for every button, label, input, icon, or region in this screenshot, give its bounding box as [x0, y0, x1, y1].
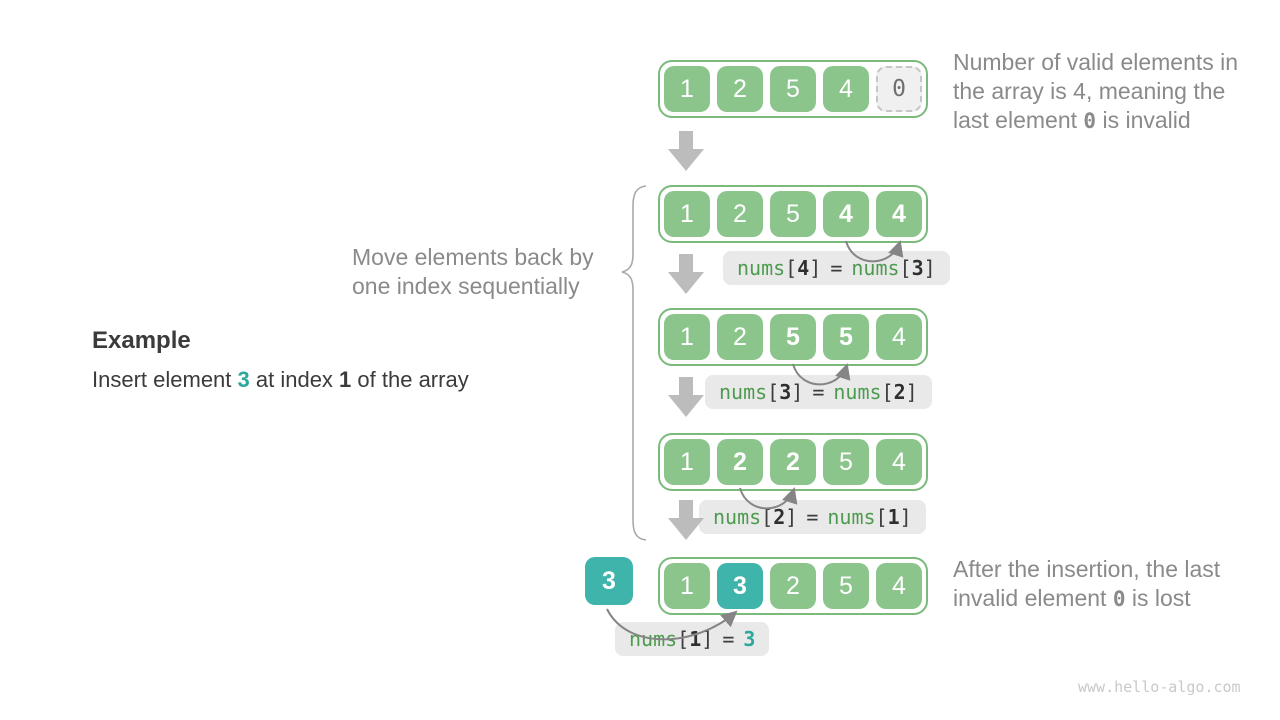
- array-cell-moved: 4: [876, 191, 922, 237]
- code-bracket: [: [677, 627, 690, 651]
- array-cell-moved: 2: [717, 439, 763, 485]
- array-cell: 4: [876, 439, 922, 485]
- code-bracket: ]: [809, 256, 822, 280]
- code-fn: nums: [737, 256, 786, 280]
- example-text-post: of the array: [351, 367, 469, 392]
- down-arrow-icon: [668, 131, 704, 171]
- note-bottom-zero: 0: [1112, 587, 1126, 611]
- move-note: Move elements back by one index sequenti…: [352, 243, 594, 301]
- array-cell-moved: 4: [823, 191, 869, 237]
- array-cell: 4: [823, 66, 869, 112]
- array-cell: 2: [770, 563, 816, 609]
- code-index: 4: [797, 256, 810, 280]
- array-cell: 1: [664, 191, 710, 237]
- note-top-line2: the array is 4, meaning the: [953, 78, 1226, 104]
- code-fn: nums: [851, 256, 900, 280]
- code-fn: nums: [713, 505, 762, 529]
- array-row-step3: 1 2 2 5 4: [658, 433, 928, 491]
- down-arrow-icon: [668, 500, 704, 540]
- assignment-label-2: nums[3]=nums[2]: [705, 375, 932, 409]
- code-index: 1: [887, 505, 900, 529]
- array-cell: 5: [770, 66, 816, 112]
- array-cell-invalid: 0: [876, 66, 922, 112]
- note-top-zero: 0: [1083, 109, 1097, 133]
- array-row-final: 1 3 2 5 4: [658, 557, 928, 615]
- array-cell: 5: [770, 191, 816, 237]
- code-bracket: ]: [785, 505, 798, 529]
- array-row-step1: 1 2 5 4 4: [658, 185, 928, 243]
- example-description: Insert element 3 at index 1 of the array: [92, 367, 469, 393]
- code-equals: =: [830, 256, 843, 280]
- code-bracket: [: [767, 380, 780, 404]
- code-index: 2: [773, 505, 786, 529]
- array-cell: 2: [717, 66, 763, 112]
- code-bracket: ]: [923, 256, 936, 280]
- code-equals: =: [806, 505, 819, 529]
- assignment-label-4: nums[1] = 3: [615, 622, 770, 656]
- code-bracket: ]: [905, 380, 918, 404]
- array-row-initial: 1 2 5 4 0: [658, 60, 928, 118]
- example-heading: Example: [92, 327, 191, 354]
- array-cell-moved: 5: [770, 314, 816, 360]
- note-after-insertion: After the insertion, the last invalid el…: [953, 555, 1220, 614]
- move-note-line2: one index sequentially: [352, 273, 580, 299]
- code-fn: nums: [827, 505, 876, 529]
- brace: [621, 185, 647, 541]
- watermark: www.hello-algo.com: [1078, 678, 1241, 696]
- example-text-mid: at index: [249, 367, 340, 392]
- code-fn: nums: [833, 380, 882, 404]
- example-insert-value: 3: [237, 367, 250, 392]
- code-equals: =: [722, 627, 735, 651]
- array-cell: 2: [717, 191, 763, 237]
- array-cell: 5: [823, 439, 869, 485]
- code-bracket: [: [761, 505, 774, 529]
- note-valid-elements: Number of valid elements in the array is…: [953, 48, 1238, 136]
- code-bracket: [: [875, 505, 888, 529]
- code-bracket: [: [899, 256, 912, 280]
- array-row-step2: 1 2 5 5 4: [658, 308, 928, 366]
- note-bottom-line2-post: is lost: [1125, 585, 1191, 611]
- array-cell: 1: [664, 563, 710, 609]
- code-bracket: [: [785, 256, 798, 280]
- code-bracket: ]: [899, 505, 912, 529]
- code-value: 3: [743, 627, 756, 651]
- array-cell: 4: [876, 563, 922, 609]
- array-cell: 2: [717, 314, 763, 360]
- code-bracket: [: [881, 380, 894, 404]
- array-cell: 1: [664, 439, 710, 485]
- array-cell: 5: [823, 563, 869, 609]
- array-cell: 1: [664, 314, 710, 360]
- note-top-line3: last element 0 is invalid: [953, 106, 1238, 136]
- note-top-line3-post: is invalid: [1096, 107, 1191, 133]
- down-arrow-icon: [668, 377, 704, 417]
- array-cell-moved: 5: [823, 314, 869, 360]
- code-index: 3: [911, 256, 924, 280]
- note-top-line3-pre: last element: [953, 107, 1084, 133]
- inserted-value-cell: 3: [585, 557, 633, 605]
- assignment-label-1: nums[4]=nums[3]: [723, 251, 950, 285]
- move-note-line1: Move elements back by: [352, 244, 594, 270]
- code-index: 1: [689, 627, 702, 651]
- note-bottom-line2: invalid element 0 is lost: [953, 584, 1220, 614]
- note-top-line1: Number of valid elements in: [953, 49, 1239, 75]
- code-index: 2: [893, 380, 906, 404]
- code-fn: nums: [719, 380, 768, 404]
- array-cell: 4: [876, 314, 922, 360]
- note-bottom-line2-pre: invalid element: [953, 585, 1113, 611]
- down-arrow-icon: [668, 254, 704, 294]
- example-text-pre: Insert element: [92, 367, 238, 392]
- code-bracket: ]: [791, 380, 804, 404]
- code-equals: =: [812, 380, 825, 404]
- code-bracket: ]: [701, 627, 714, 651]
- array-cell-inserted: 3: [717, 563, 763, 609]
- code-index: 3: [779, 380, 792, 404]
- code-fn: nums: [629, 627, 678, 651]
- array-cell-moved: 2: [770, 439, 816, 485]
- array-cell: 1: [664, 66, 710, 112]
- note-bottom-line1: After the insertion, the last: [953, 556, 1221, 582]
- assignment-label-3: nums[2]=nums[1]: [699, 500, 926, 534]
- example-insert-index: 1: [339, 367, 352, 392]
